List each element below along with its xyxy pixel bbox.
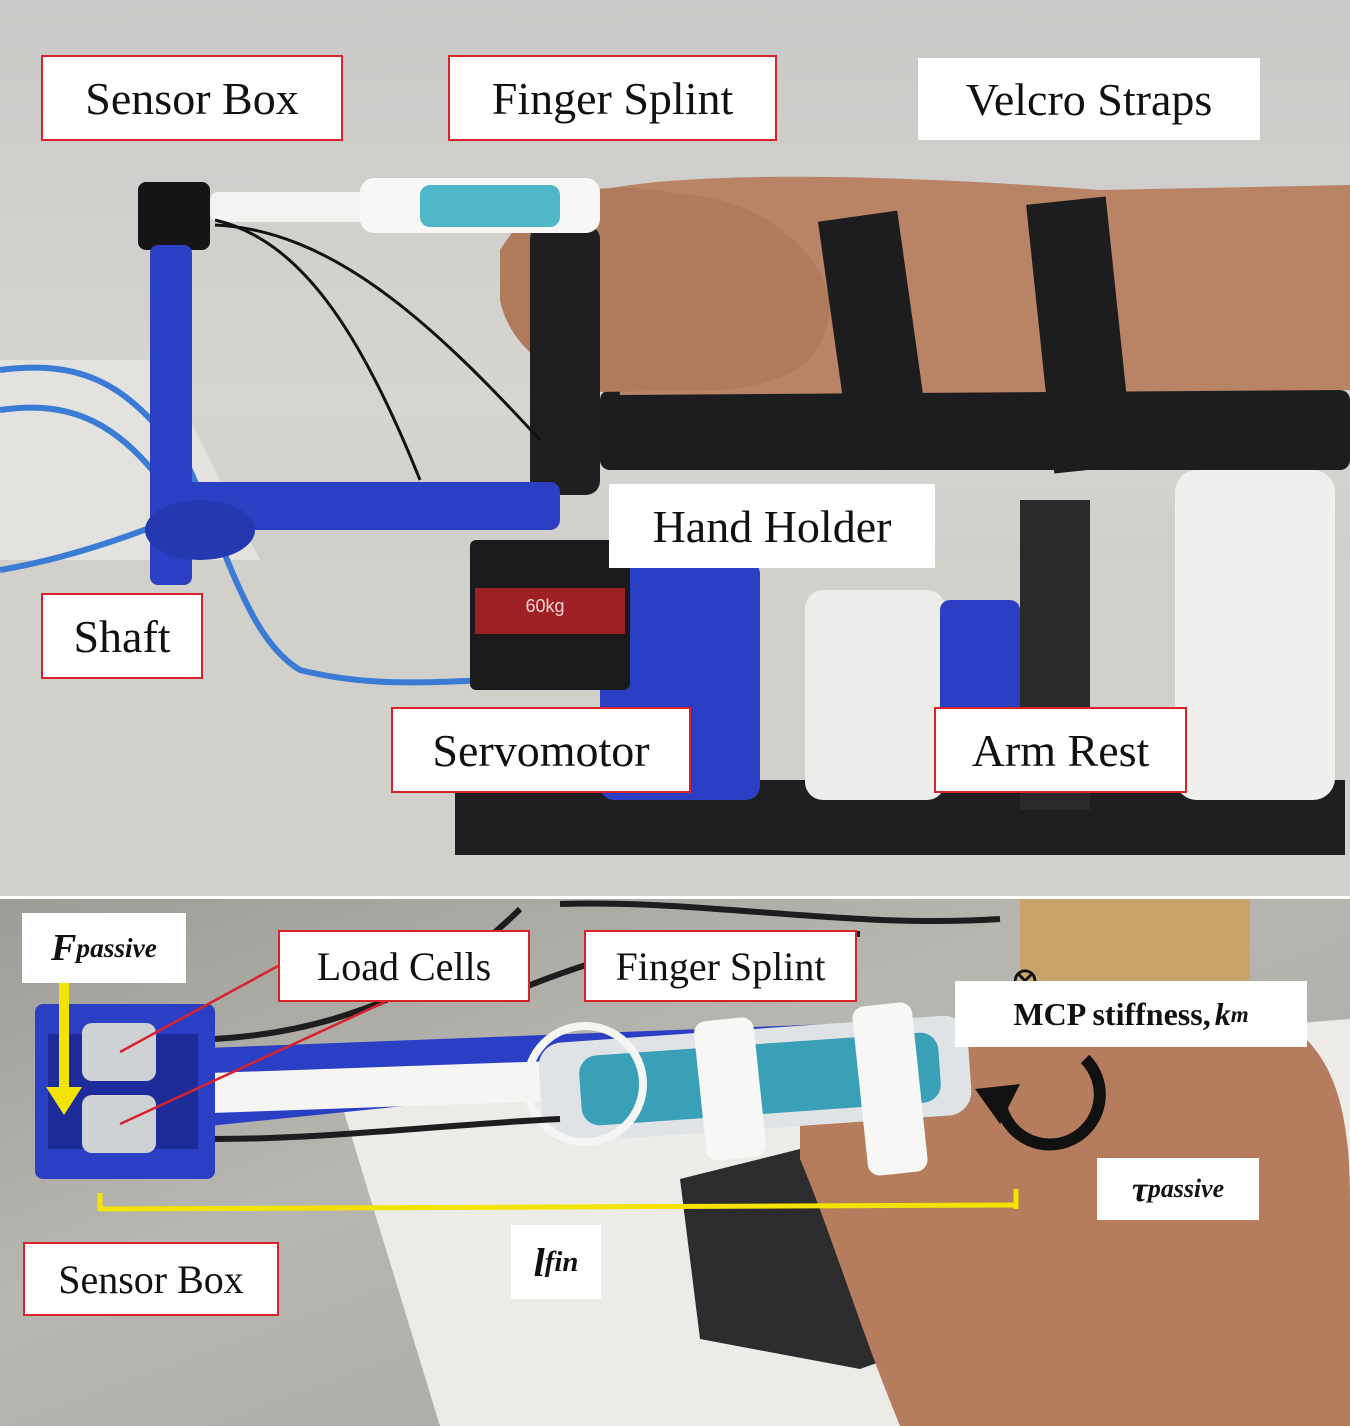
bottom-scene-illustration [35, 899, 1350, 1426]
top-photo-panel: 60kg Sensor Box Finger Splint Velcro Str… [0, 0, 1350, 896]
mcp-stiffness-symbol: k [1214, 995, 1231, 1032]
leader-line [119, 964, 279, 1054]
leader-line [119, 1000, 386, 1126]
label-sensor-box-bottom: Sensor Box [23, 1242, 279, 1316]
mcp-stiffness-text: MCP stiffness, [1013, 995, 1211, 1032]
splint-rod [210, 192, 390, 222]
label-hand-holder: Hand Holder [609, 484, 935, 568]
splint-cage [523, 1022, 647, 1146]
tau-passive-subscript: passive [1147, 1174, 1225, 1203]
tau-passive-symbol: τ [1131, 1169, 1148, 1209]
mcp-stiffness-subscript: m [1230, 1000, 1249, 1027]
signal-wire [214, 218, 422, 481]
shaft-hub [145, 500, 255, 560]
load-cell [82, 1095, 156, 1153]
torque-arrow [994, 1054, 1106, 1151]
arm-rest-support [805, 590, 945, 800]
breadboard [1020, 899, 1250, 989]
torque-arrow-head [975, 1084, 1020, 1124]
signal-wire [214, 1116, 561, 1142]
finger-splint-padding [420, 185, 560, 227]
load-cell [82, 1023, 156, 1081]
label-load-cells: Load Cells [278, 930, 530, 1002]
length-bracket [99, 1202, 1019, 1212]
l-fin-symbol: l [533, 1239, 545, 1285]
hand-holder-grip [530, 225, 600, 495]
top-scene-illustration: 60kg [0, 176, 1350, 896]
force-arrow-head [46, 1087, 82, 1115]
label-shaft: Shaft [41, 593, 203, 679]
cable [559, 900, 1001, 925]
panel-divider [0, 896, 1350, 899]
servomotor-sticker [475, 588, 625, 634]
label-arm-rest: Arm Rest [934, 707, 1187, 793]
sensor-box [138, 182, 210, 250]
label-sensor-box: Sensor Box [41, 55, 343, 141]
l-fin-subscript: fin [544, 1245, 579, 1278]
label-servomotor: Servomotor [391, 707, 691, 793]
label-finger-splint: Finger Splint [448, 55, 777, 141]
arm-rest-support [1175, 470, 1335, 800]
servomotor-marking: 60kg [525, 596, 564, 616]
velcro-strap [817, 210, 933, 470]
label-finger-splint-bottom: Finger Splint [584, 930, 857, 1002]
f-passive-subscript: passive [76, 932, 157, 963]
label-velcro-straps: Velcro Straps [918, 58, 1260, 140]
servo-arm [150, 482, 560, 530]
velcro-ring [694, 1017, 766, 1161]
f-passive-symbol: F [51, 927, 77, 969]
usb-cable [0, 364, 501, 686]
velcro-strap [1026, 196, 1134, 474]
arm-rest-pad [600, 390, 1350, 470]
velcro-ring [852, 1002, 928, 1176]
signal-wire [214, 223, 542, 442]
finger-splint-padding [579, 1032, 941, 1126]
